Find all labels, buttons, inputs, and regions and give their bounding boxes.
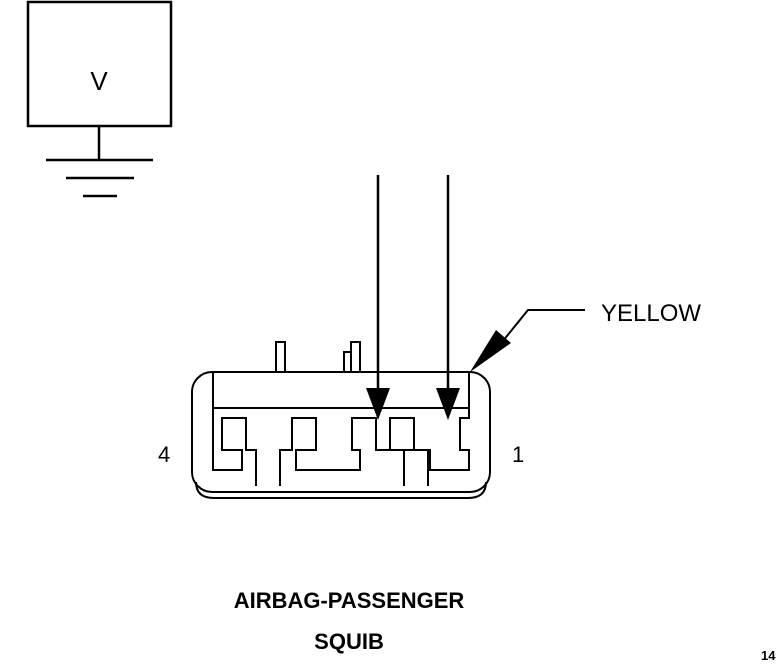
pin-label-4: 4	[158, 442, 170, 467]
connector-name-line1: AIRBAG-PASSENGER	[234, 588, 465, 613]
squib-connector	[191, 341, 491, 499]
voltmeter-box	[26, 0, 173, 128]
probe-lead-right	[436, 175, 460, 420]
pin-label-1: 1	[512, 442, 524, 467]
wire-color-callout	[470, 309, 585, 372]
voltmeter: V	[26, 0, 173, 128]
probe-lead-left	[366, 175, 390, 420]
wire-color-label: YELLOW	[601, 300, 701, 327]
connector-name-line2: SQUIB	[314, 629, 384, 654]
ground-icon	[46, 126, 153, 198]
figure-id: 14	[761, 648, 776, 663]
voltmeter-symbol: V	[90, 66, 108, 96]
